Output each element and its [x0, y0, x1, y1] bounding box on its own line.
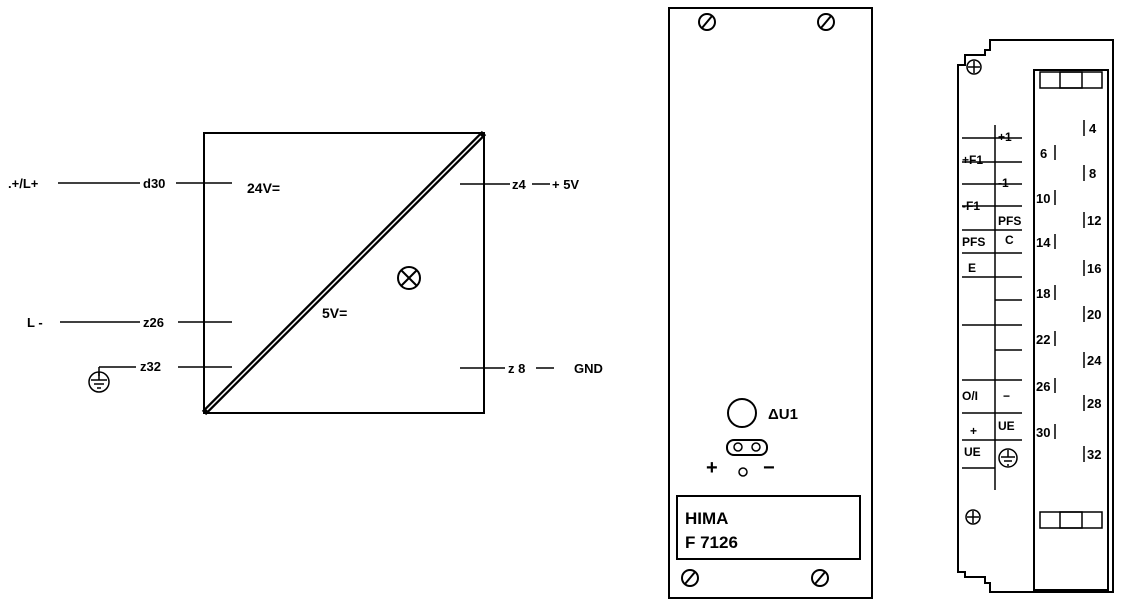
conn-label-minus1: -1: [998, 176, 1009, 190]
pin-z32-row: z32: [88, 359, 232, 393]
test-jacks-icon: [726, 439, 768, 477]
pin-number: 24: [1087, 353, 1102, 368]
conn-label-c: C: [1005, 233, 1014, 247]
mounting-screw-icon: [965, 509, 981, 525]
lamp-symbol: [397, 266, 421, 290]
conn-label-ue-bottom: UE: [964, 445, 981, 459]
indicator-led-icon: [727, 398, 757, 428]
conn-label-minus: −: [1003, 389, 1010, 403]
conn-label-plus: +: [970, 424, 977, 438]
pins-right-column: 4 8 12 16 20 24 28 32: [1083, 120, 1102, 462]
conn-label-plus1: +1: [998, 130, 1012, 144]
pin-d30-row: .+/L+ d30: [8, 176, 232, 191]
pin-number: 6: [1040, 146, 1047, 161]
signal-l-plus-label: .+/L+: [8, 176, 39, 191]
pin-number: 22: [1036, 332, 1050, 347]
connector-ticks: [962, 137, 1022, 469]
signal-plus5v-label: + 5V: [552, 177, 579, 192]
screw-icon: [811, 569, 829, 587]
pin-number: 30: [1036, 425, 1050, 440]
pin-number: 32: [1087, 447, 1101, 462]
indicator-label: ΔU1: [768, 406, 798, 423]
screw-icon: [817, 13, 835, 31]
label-plate: [676, 495, 861, 560]
pin-z4-label: z4: [512, 177, 527, 192]
pin-number: 16: [1087, 261, 1101, 276]
pin-number: 26: [1036, 379, 1050, 394]
pin-number: 12: [1087, 213, 1101, 228]
plus-sign: +: [706, 457, 718, 479]
pin-z4-row: z4 + 5V: [460, 177, 579, 192]
mounting-screw-icon: [966, 59, 982, 75]
pin-z26-label: z26: [143, 315, 164, 330]
screw-icon: [698, 13, 716, 31]
output-voltage-label: 5V=: [322, 305, 347, 321]
pin-z8-row: z 8 GND: [460, 361, 603, 376]
pin-strip: [1033, 69, 1109, 591]
pins-left-column: 6 10 14 18 22 26 30: [1036, 145, 1056, 440]
screw-icon: [681, 569, 699, 587]
earth-ground-icon: [998, 448, 1018, 468]
connector-housing: [957, 39, 1114, 593]
pin-z8-label: z 8: [508, 361, 525, 376]
connector-view: +1 +F1 -1 -F1 PFS C PFS E O/I − UE + UE …: [957, 39, 1114, 593]
front-panel: ΔU1 + − HIMA F 7126: [668, 7, 873, 599]
input-voltage-label: 24V=: [247, 180, 280, 196]
conn-label-ue-top: UE: [998, 419, 1015, 433]
pin-z26-row: L - z26: [27, 315, 232, 330]
conn-label-e: E: [968, 261, 976, 275]
brand-label: HIMA: [685, 509, 728, 528]
front-panel-outline: [668, 7, 873, 599]
pin-number: 14: [1036, 235, 1051, 250]
pin-z32-label: z32: [140, 359, 161, 374]
model-label: F 7126: [685, 533, 738, 552]
converter-schematic: 24V= 5V= .+/L+ d30 L - z26 z32: [8, 130, 603, 416]
pin-number: 28: [1087, 396, 1101, 411]
conn-label-pfs-e: PFS: [962, 235, 985, 249]
minus-sign: −: [763, 457, 775, 479]
conn-label-plusf1: +F1: [962, 153, 983, 167]
earth-ground-icon: [88, 371, 110, 393]
conn-label-pfs-c: PFS: [998, 214, 1021, 228]
pin-number: 18: [1036, 286, 1050, 301]
signal-gnd-label: GND: [574, 361, 603, 376]
converter-box: [203, 132, 485, 414]
signal-l-minus-label: L -: [27, 315, 43, 330]
conn-label-oi: O/I: [962, 389, 978, 403]
conn-label-minusf1: -F1: [962, 199, 980, 213]
pin-d30-label: d30: [143, 176, 165, 191]
pin-number: 10: [1036, 191, 1050, 206]
pin-number: 8: [1089, 166, 1096, 181]
pin-number: 4: [1089, 121, 1097, 136]
pin-number: 20: [1087, 307, 1101, 322]
